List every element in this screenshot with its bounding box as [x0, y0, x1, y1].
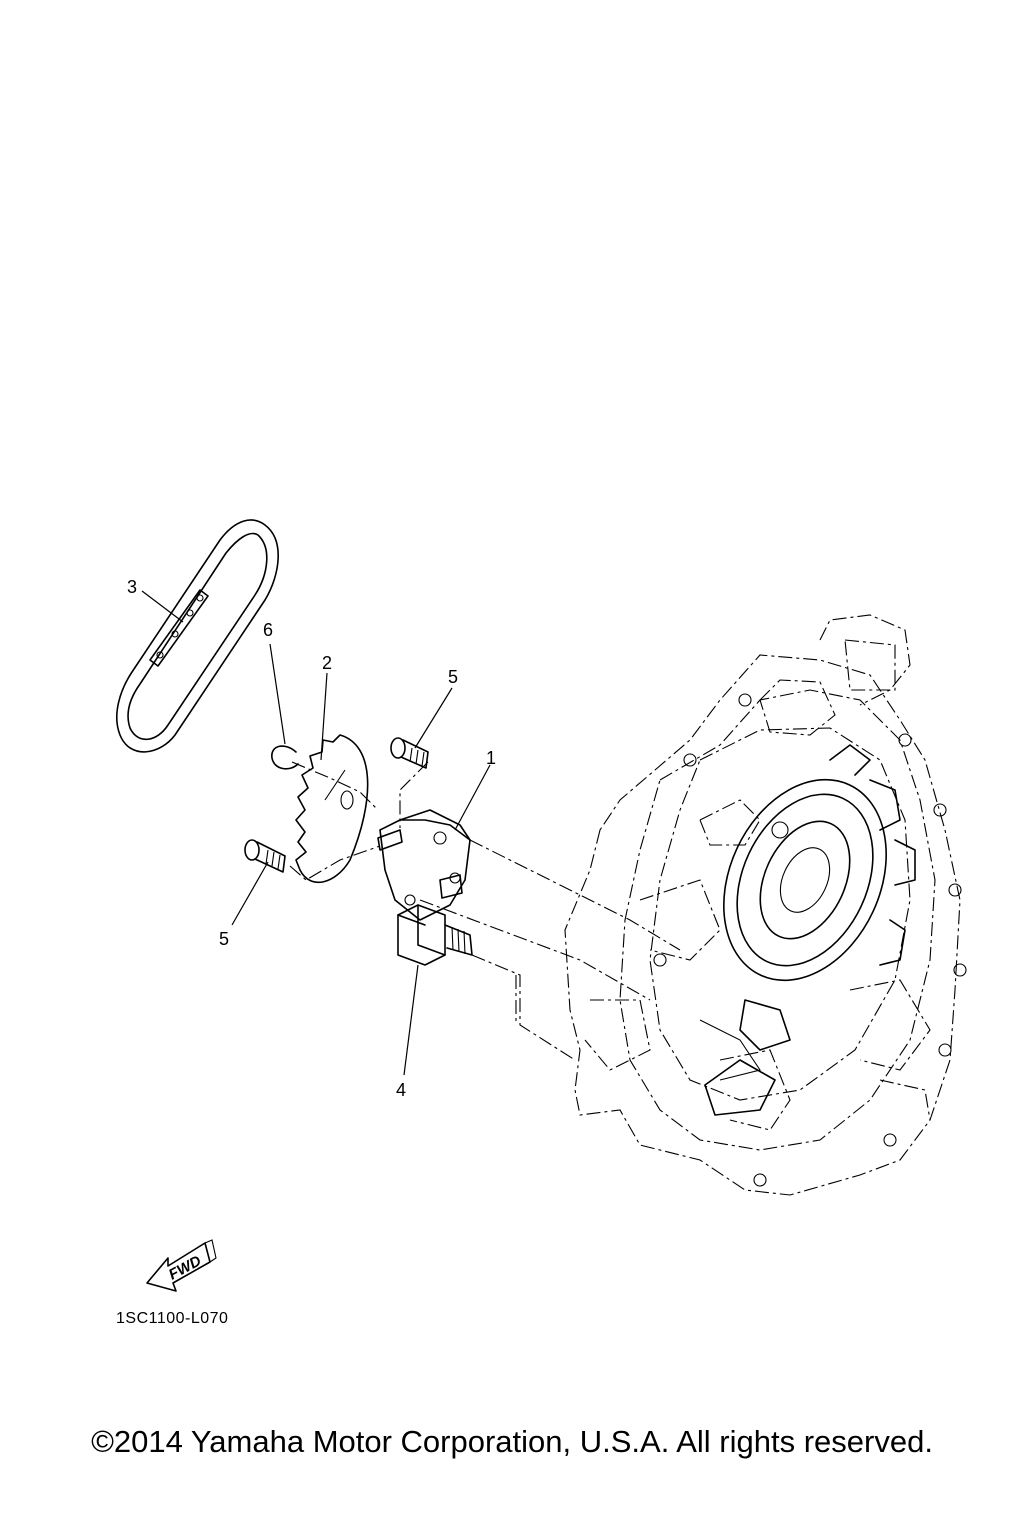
callout-1: 1 — [486, 748, 496, 768]
clutch-housing — [653, 693, 967, 1187]
callout-2: 2 — [322, 653, 332, 673]
fwd-arrow-icon: FWD — [146, 1239, 217, 1292]
callout-5-lower: 5 — [219, 929, 229, 949]
assembly-centerlines — [289, 761, 681, 1061]
copyright-notice: ©2014 Yamaha Motor Corporation, U.S.A. A… — [91, 1424, 933, 1459]
driven-sprocket — [295, 734, 369, 884]
fwd-label: FWD — [166, 1252, 204, 1283]
drain-plug — [397, 904, 473, 966]
oil-pump-chain — [116, 519, 279, 753]
callout-6: 6 — [263, 620, 273, 640]
callout-5-upper: 5 — [448, 667, 458, 687]
crankcase-outline — [564, 614, 961, 1196]
circlip — [271, 745, 299, 770]
callout-4: 4 — [396, 1080, 406, 1100]
drawing-code: 1SC1100-L070 — [116, 1310, 228, 1327]
bolt-upper — [390, 737, 429, 769]
callout-3: 3 — [127, 577, 137, 597]
oil-pump-assembly — [377, 809, 471, 921]
leader-lines — [141, 590, 491, 1076]
bolt-lower — [244, 839, 286, 873]
